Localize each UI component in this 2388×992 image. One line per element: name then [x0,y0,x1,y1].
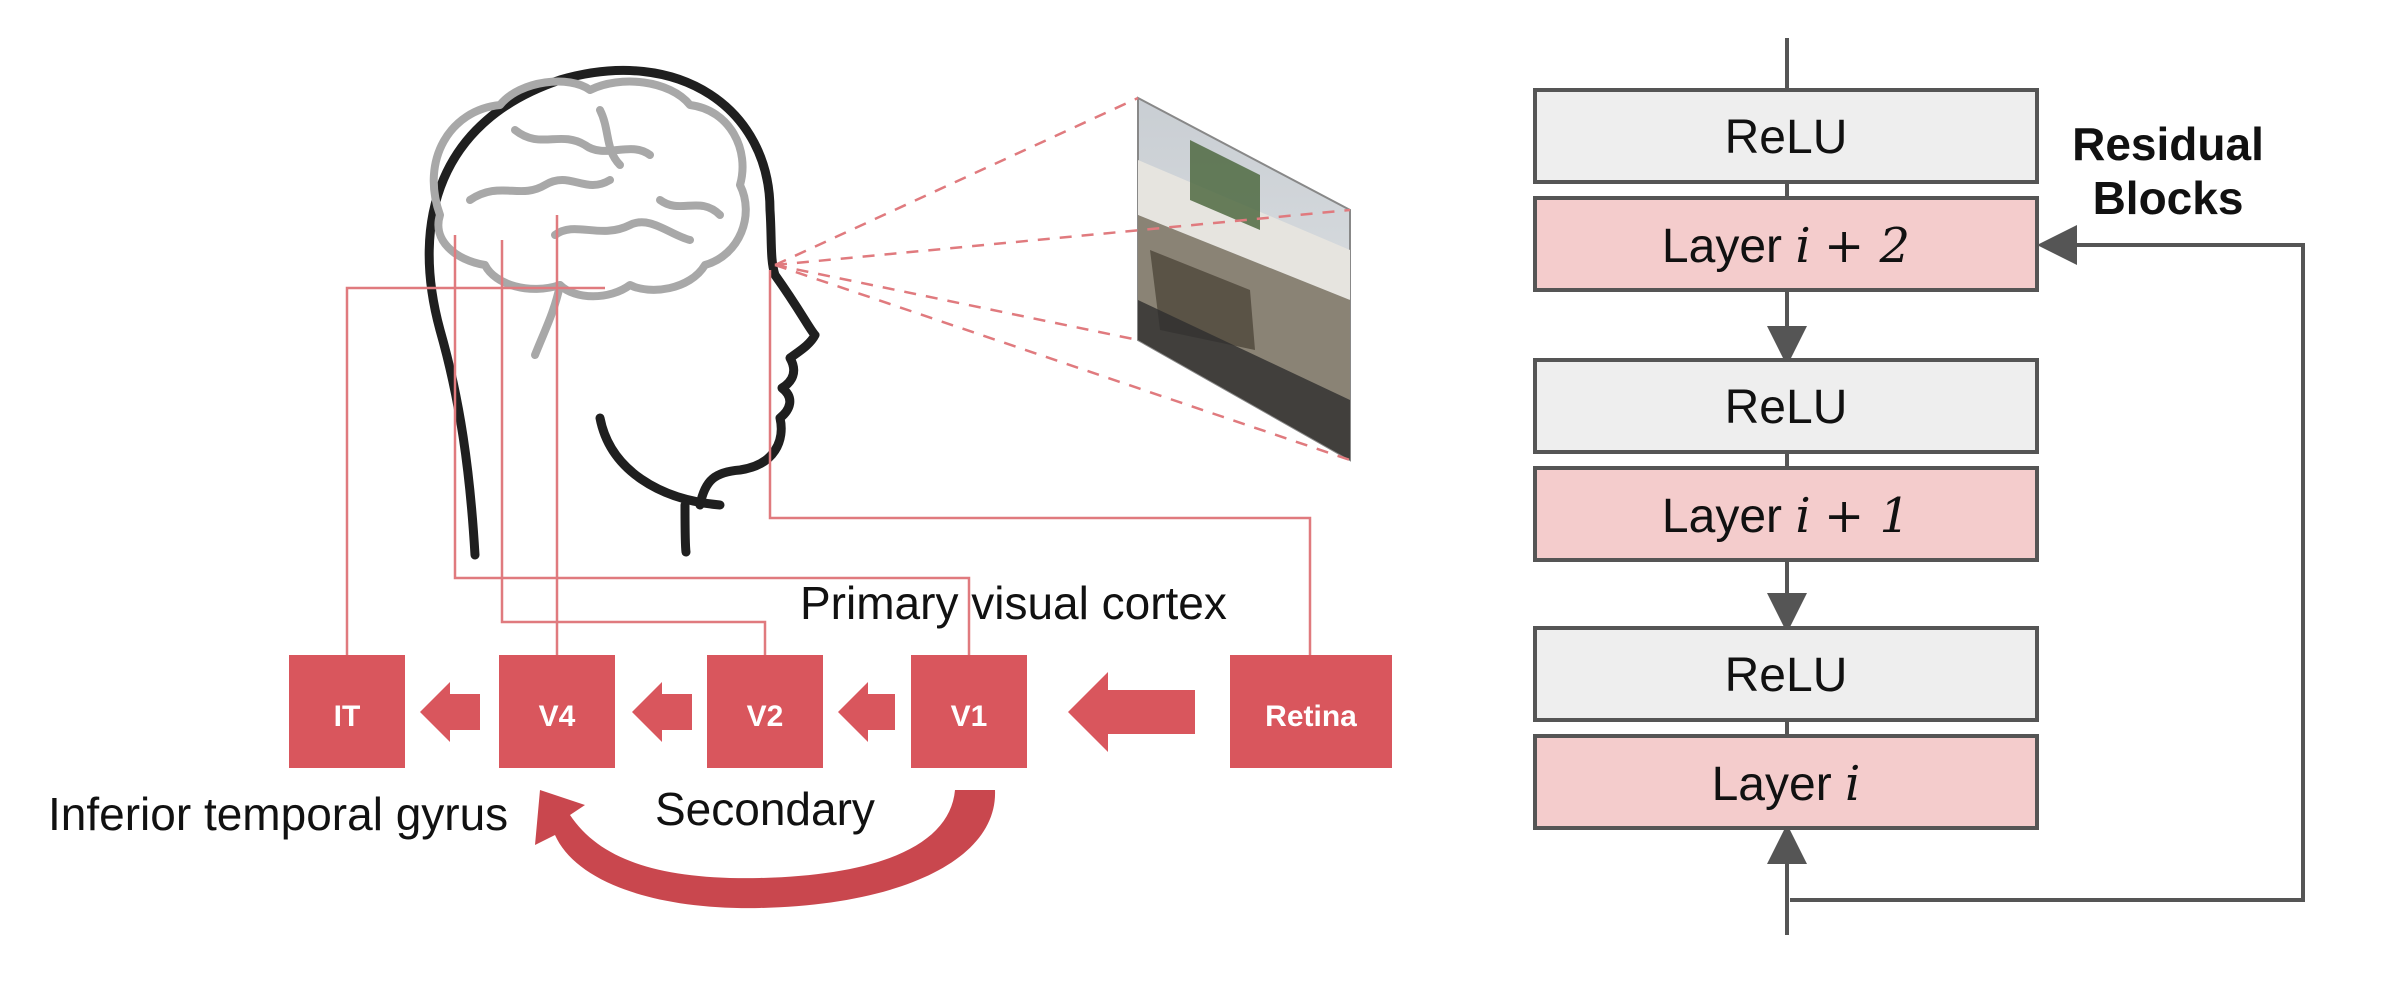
relu-label: ReLU [1725,111,1848,164]
skip-connection-arrow [1790,225,2305,902]
arrow-v1-to-v2 [838,682,895,742]
arrow-retina-to-v1 [1068,672,1195,752]
svg-text:Layer i + 2: Layer i + 2 [1662,218,1910,274]
head-icon [424,66,820,560]
box-it-label: IT [334,700,361,733]
arrow-v4-to-it [420,682,480,742]
relu-label: ReLU [1725,381,1848,434]
relu-block-middle: ReLU [1533,358,2039,454]
residual-title-line2: Blocks [2093,172,2244,224]
residual-blocks-diagram: ReLU Layer i + 2 ReLU Layer i + 1 ReLU [1533,38,2305,935]
layer-suffix: + 1 [1824,488,1910,544]
relu-label: ReLU [1725,649,1848,702]
layer-word: Layer [1662,490,1782,543]
svg-text:Layer i + 1: Layer i + 1 [1662,488,1910,544]
layer-block-i-plus-1: Layer i + 1 [1533,466,2039,562]
visual-pathway-diagram: IT V4 V2 V1 Retina Primary visual cort [48,66,1392,909]
layer-word: Layer [1662,220,1782,273]
layer-block-i-plus-2: Layer i + 2 [1533,196,2039,292]
relu-block-bottom: ReLU [1533,626,2039,722]
layer-word: Layer [1712,758,1832,811]
block-arrows [420,672,1195,752]
svg-text:Layer i: Layer i [1712,756,1861,812]
caption-primary-visual-cortex: Primary visual cortex [800,577,1227,629]
box-retina: Retina [1230,655,1392,768]
box-v4: V4 [499,655,615,768]
layer-var: i [1845,756,1860,812]
box-v1-label: V1 [951,700,988,733]
box-v1: V1 [911,655,1027,768]
layer-var: i [1795,218,1810,274]
caption-secondary: Secondary [655,783,875,835]
box-retina-label: Retina [1265,700,1357,733]
box-v2-label: V2 [747,700,784,733]
box-v4-label: V4 [539,700,576,733]
residual-title-line1: Residual [2072,118,2264,170]
layer-suffix: + 2 [1824,218,1910,274]
box-v2: V2 [707,655,823,768]
layer-block-i: Layer i [1533,734,2039,830]
scene-image [1137,96,1351,462]
curved-arrow-v1-to-v4 [535,790,996,909]
caption-inferior-temporal-gyrus: Inferior temporal gyrus [48,788,508,840]
layer-var: i [1795,488,1810,544]
arrow-v2-to-v4 [632,682,692,742]
relu-block-top: ReLU [1533,88,2039,184]
pathway-lines [345,215,1312,655]
box-it: IT [289,655,405,768]
sight-lines [774,96,1351,462]
